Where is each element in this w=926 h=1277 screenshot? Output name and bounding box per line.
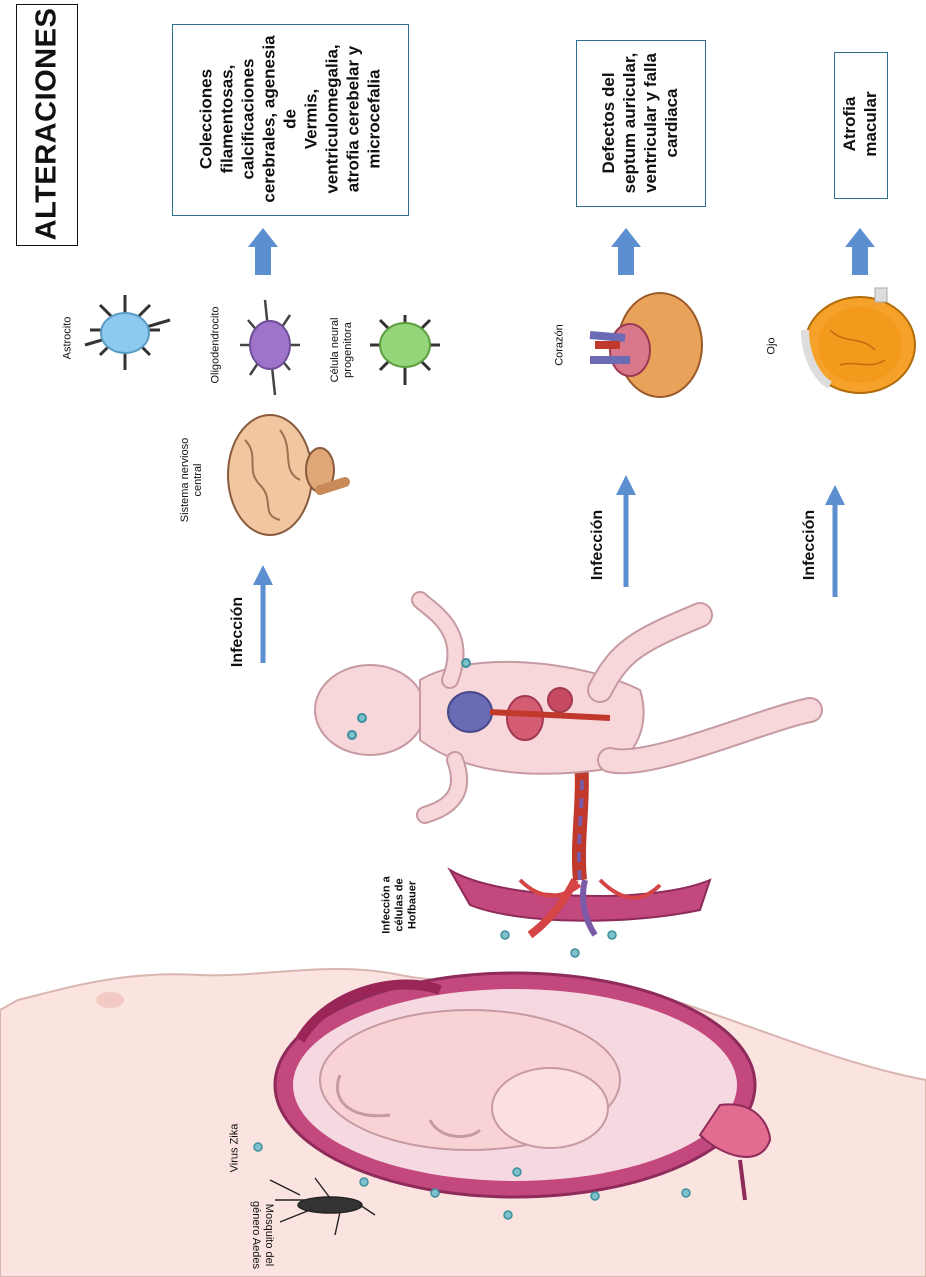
heart-illustration (590, 293, 702, 397)
infection-label-corazon: Infección (589, 510, 607, 580)
alteration-text-corazon: Defectos del septum auricular, ventricul… (598, 43, 682, 203)
label-line: Sistema nervioso (179, 438, 192, 522)
label-line: Infección a (381, 876, 394, 933)
label-virus-zika: Virus Zika (229, 1124, 242, 1173)
infection-label-ojo: Infección (801, 510, 819, 580)
label-line: células de (394, 876, 407, 933)
alteration-line: ventriculomegalia, (322, 29, 343, 209)
alteration-line: Defectos del (598, 43, 619, 203)
label-corazon: Corazón (554, 324, 567, 366)
label-line: Célula neural (329, 318, 342, 383)
alteration-line: Colecciones (196, 29, 217, 209)
label-line: género Aedes (249, 1201, 262, 1269)
label-astrocito: Astrocito (62, 317, 75, 360)
pregnant-woman-illustration (0, 969, 926, 1277)
alteration-line: cardiaca (661, 43, 682, 203)
eye-illustration (805, 288, 915, 393)
alteration-line: atrofia cerebelar y (343, 29, 364, 209)
result-arrow-ojo (845, 228, 875, 275)
label-line: central (192, 438, 205, 522)
page-title: ALTERACIONES (31, 8, 64, 241)
infection-label-snc: Infección (229, 597, 247, 667)
label-oligodendrocito: Oligodendrocito (210, 306, 223, 383)
label-mosquito: Mosquito del género Aedes (249, 1201, 275, 1269)
infant-illustration (315, 600, 810, 815)
alteration-line: calcificaciones (238, 29, 259, 209)
alteration-text-snc: Colecciones filamentosas, calcificacione… (196, 29, 385, 209)
label-celula-progenitora: Célula neural progenitora (329, 318, 355, 383)
alteration-text-ojo: Atrofia macular (839, 91, 881, 157)
neural-progenitor-icon (370, 315, 440, 385)
oligodendrocyte-icon (240, 300, 300, 395)
alteration-line: Vermis, (301, 29, 322, 209)
result-arrow-corazon (611, 228, 641, 275)
label-ojo: Ojo (766, 337, 779, 354)
alteration-line: septum auricular, (619, 43, 640, 203)
astrocyte-icon (85, 295, 170, 370)
alteration-line: microcefalia (364, 29, 385, 209)
label-line: Mosquito del (262, 1201, 275, 1269)
alteration-line: ventricular y falla (640, 43, 661, 203)
result-arrow-snc (248, 228, 278, 275)
label-line: Hofbauer (407, 876, 420, 933)
label-sistema-nervioso: Sistema nervioso central (179, 438, 205, 522)
alteration-line: filamentosas, (217, 29, 238, 209)
brain-illustration (228, 415, 345, 535)
label-hofbauer: Infección a células de Hofbauer (381, 876, 420, 933)
alteration-line: cerebrales, agenesia de (259, 29, 301, 209)
label-line: progenitora (342, 318, 355, 383)
